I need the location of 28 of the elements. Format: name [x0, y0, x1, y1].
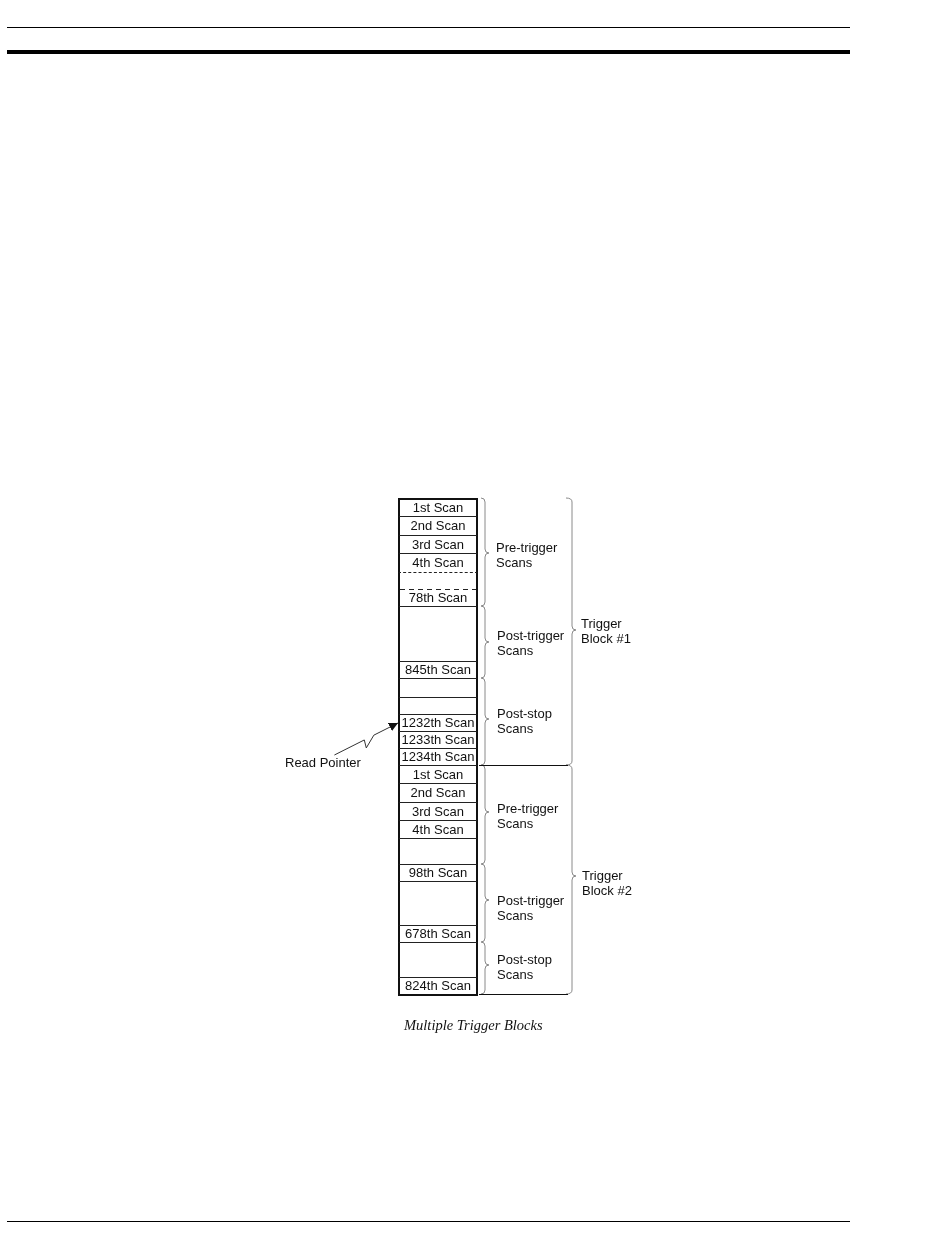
memory-cell: 78th Scan	[398, 572, 478, 607]
memory-cell: 845th Scan	[398, 661, 478, 679]
memory-cell: 678th Scan	[398, 925, 478, 943]
section-label: Pre-trigger Scans	[497, 801, 560, 831]
pointer-label: Read Pointer	[285, 755, 361, 770]
memory-cell: 4th Scan	[398, 553, 478, 573]
section-label: Post-trigger Scans	[497, 628, 566, 658]
memory-cell	[398, 881, 478, 926]
memory-cell	[398, 678, 478, 698]
block-label: Trigger Block #2	[582, 868, 633, 898]
memory-cell: 2nd Scan	[398, 783, 478, 803]
memory-cell	[398, 838, 478, 865]
memory-cell: 1234th Scan	[398, 748, 478, 766]
block-label: Trigger Block #1	[581, 616, 632, 646]
memory-cell	[398, 606, 478, 662]
section-label: Pre-trigger Scans	[496, 540, 559, 570]
memory-cell: 2nd Scan	[398, 516, 478, 536]
figure-caption: Multiple Trigger Blocks	[404, 1017, 543, 1034]
section-label: Post-stop Scans	[497, 952, 553, 982]
memory-cell: 1232th Scan	[398, 714, 478, 732]
section-label: Post-stop Scans	[497, 706, 553, 736]
memory-cell	[398, 697, 478, 715]
leader-line	[333, 722, 399, 756]
section-label: Post-trigger Scans	[497, 893, 566, 923]
memory-cell: 1233th Scan	[398, 731, 478, 749]
memory-cell: 98th Scan	[398, 864, 478, 882]
memory-cell: 824th Scan	[398, 977, 478, 996]
memory-cell	[398, 942, 478, 978]
